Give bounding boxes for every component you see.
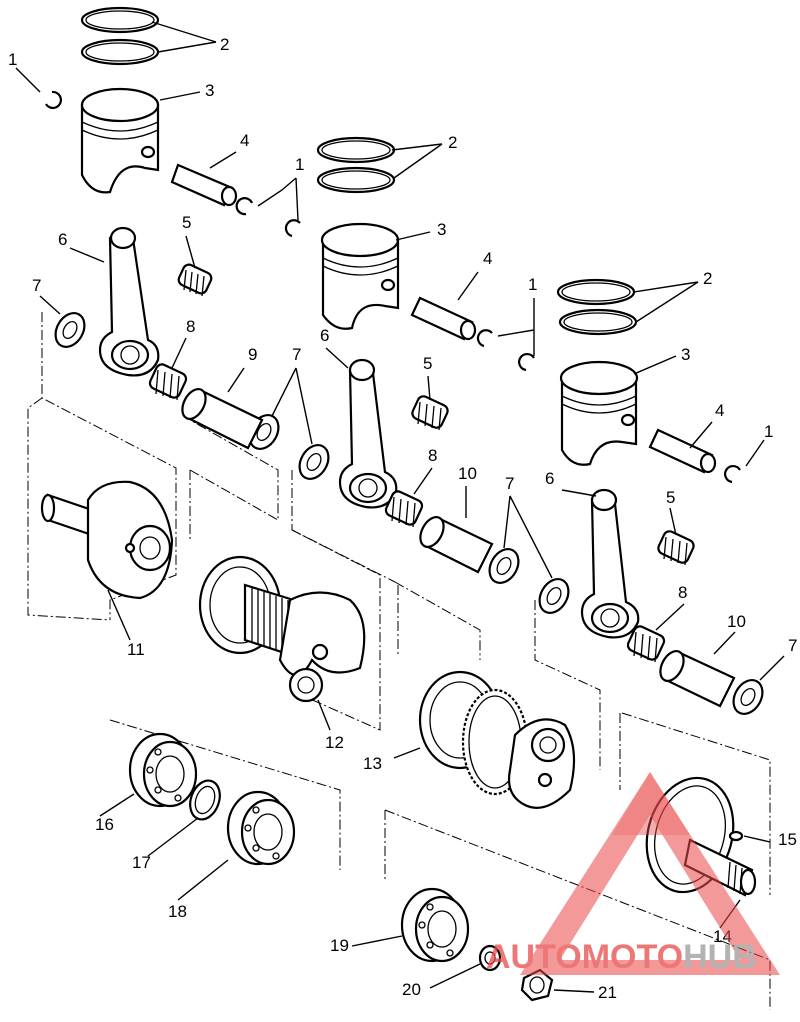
crank-pin-10a [419, 516, 494, 574]
callout-c2b: 2 [448, 133, 457, 152]
callout-c10b: 10 [727, 612, 746, 631]
needle-bearing-8a [148, 363, 188, 401]
thrust-washer-7e [538, 578, 570, 614]
thrust-washer-7f [732, 679, 764, 715]
callout-c1a: 1 [8, 50, 17, 69]
main-bearing-16 [128, 732, 198, 808]
callout-c4b: 4 [483, 249, 492, 268]
callout-c19: 19 [330, 936, 349, 955]
svg-text:AUTOMOTOHUB: AUTOMOTOHUB [486, 938, 757, 976]
wrist-pin-clip-1c [284, 219, 301, 238]
needle-bearing-5c [657, 530, 695, 566]
callout-c7b: 7 [292, 345, 301, 364]
callout-c16: 16 [95, 815, 114, 834]
thrust-washer-7c [298, 444, 330, 480]
callout-c13: 13 [363, 754, 382, 773]
callout-c17: 17 [132, 853, 151, 872]
assembly-outline [27, 312, 771, 1010]
crankshaft-center-12 [198, 555, 366, 703]
callout-c5b: 5 [423, 354, 432, 373]
main-bearing-18 [226, 790, 296, 866]
callout-c11: 11 [127, 640, 145, 659]
callout-c1c: 1 [528, 275, 537, 294]
callout-c21: 21 [598, 983, 617, 1002]
callout-c3b: 3 [437, 220, 446, 239]
wrist-pin-clip-1b [235, 197, 254, 216]
piston-3 [559, 360, 639, 466]
piston-ring-set-2 [316, 136, 396, 194]
wrist-pin-clip-2b [518, 353, 535, 372]
connecting-rod-2 [338, 358, 398, 509]
labyrinth-seal-17 [189, 779, 221, 821]
callout-c4c: 4 [715, 401, 724, 420]
callout-c2a: 2 [220, 35, 229, 54]
piston-ring-set-3 [556, 278, 638, 336]
callout-c12: 12 [325, 733, 344, 752]
watermark-logo: AUTOMOTOHUB [486, 772, 780, 976]
watermark-triangle-icon [520, 772, 780, 975]
callout-c7a: 7 [32, 276, 41, 295]
crankshaft-gear-13 [418, 670, 576, 809]
callout-c5c: 5 [666, 488, 675, 507]
callout-c1b: 1 [295, 155, 304, 174]
needle-bearing-5b [411, 395, 449, 431]
crank-pin-10b [659, 650, 736, 708]
thrust-washer-7d [488, 548, 520, 584]
wrist-pin-clip-2a [476, 329, 493, 348]
watermark-text-secondary: HUB [683, 938, 757, 976]
watermark-text-primary: AUTOMOTO [486, 938, 683, 976]
crank-pin-9 [181, 388, 264, 450]
callout-c1d: 1 [764, 422, 773, 441]
callout-c7c: 7 [505, 474, 514, 493]
callout-c7d: 7 [788, 636, 797, 655]
crankshaft-end-11 [40, 480, 174, 600]
spacer-20 [478, 944, 502, 972]
piston-1 [80, 87, 160, 194]
callout-c15: 15 [778, 830, 797, 849]
piston-pin-1 [170, 163, 238, 207]
callout-c5a: 5 [182, 213, 191, 232]
callout-c18: 18 [168, 902, 187, 921]
connecting-rod-1 [98, 226, 160, 377]
callout-c10a: 10 [458, 464, 477, 483]
woodruff-key-15 [728, 830, 744, 842]
callout-c9: 9 [248, 345, 257, 364]
callout-c4a: 4 [240, 131, 249, 150]
callout-c20: 20 [402, 980, 421, 999]
wrist-pin-clip-1a [45, 90, 62, 110]
needle-bearing-8b [384, 490, 424, 528]
callout-c3c: 3 [681, 345, 690, 364]
needle-bearing-8c [626, 625, 666, 663]
callout-c6c: 6 [545, 469, 554, 488]
nut-21 [520, 968, 554, 1002]
callout-c3a: 3 [205, 81, 214, 100]
needle-bearing-5a [177, 263, 213, 297]
callout-c2c: 2 [703, 269, 712, 288]
main-bearing-19 [400, 887, 470, 963]
piston-pin-2 [410, 296, 477, 341]
callout-c6a: 6 [58, 230, 67, 249]
leader-lines [15, 21, 785, 993]
callout-c8c: 8 [678, 583, 687, 602]
wrist-pin-clip-3 [724, 465, 741, 484]
connecting-rod-3 [580, 488, 640, 639]
piston-pin-3 [648, 428, 717, 474]
callout-c8a: 8 [186, 317, 195, 336]
piston-ring-set-1 [80, 6, 160, 66]
callout-c6b: 6 [320, 326, 329, 345]
thrust-washer-7a [54, 312, 86, 348]
piston-2 [320, 222, 400, 330]
callout-c8b: 8 [428, 446, 437, 465]
